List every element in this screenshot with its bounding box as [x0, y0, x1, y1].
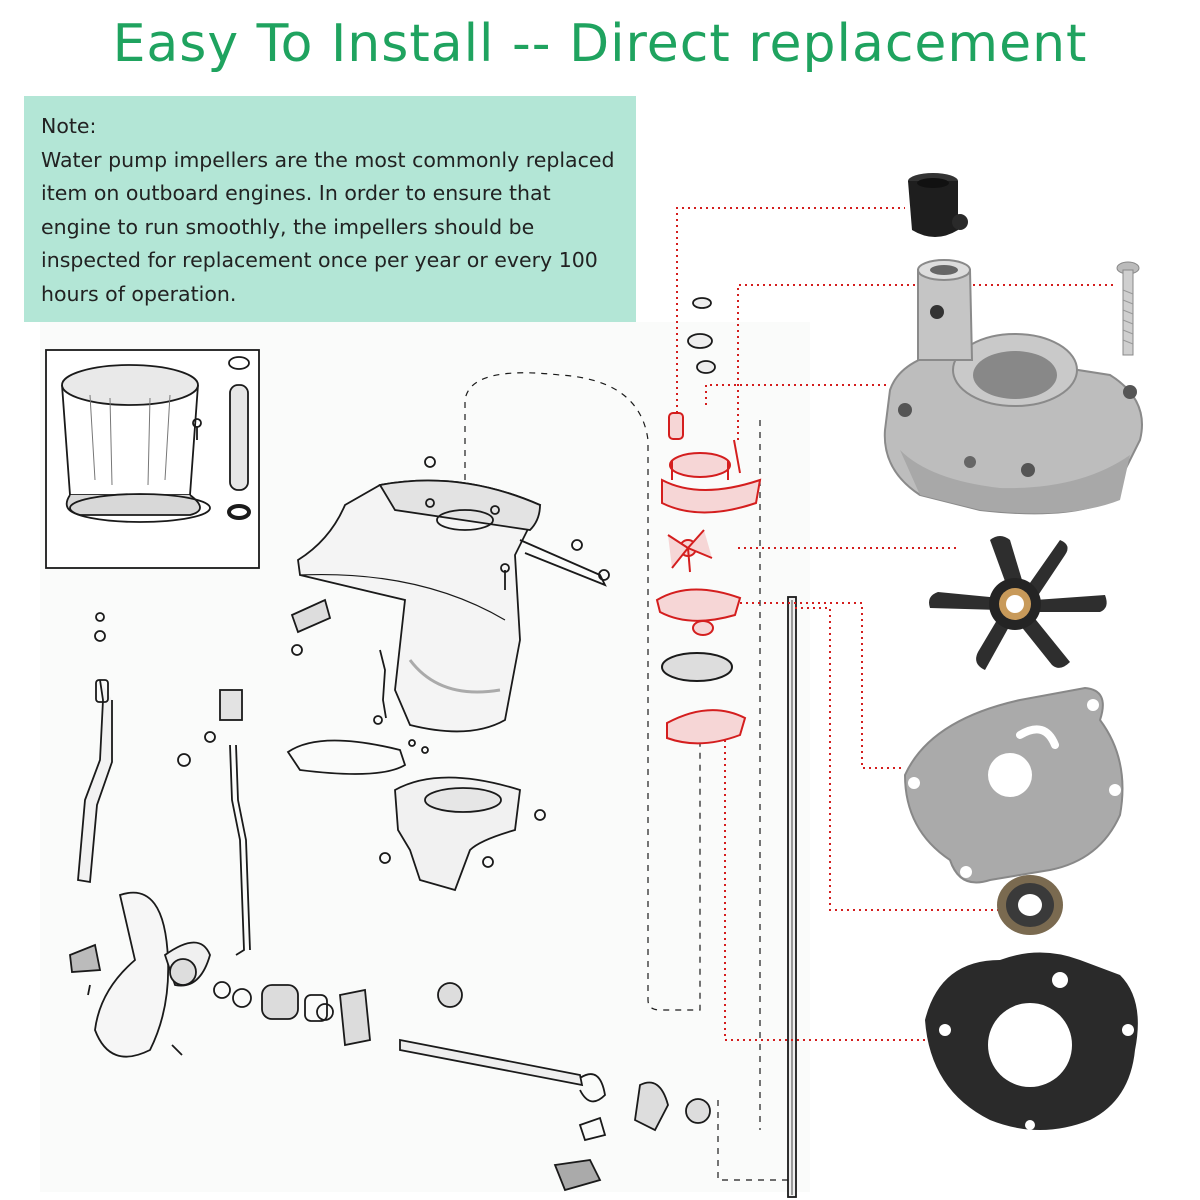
- gasket-photo: [925, 952, 1138, 1130]
- lower-gearcase: [379, 776, 546, 892]
- driveshaft: [787, 596, 797, 1198]
- note-box: Note: Water pump impellers are the most …: [24, 96, 636, 322]
- callout-connectors: [676, 207, 1115, 1041]
- impeller-photo: [929, 536, 1107, 670]
- grommet-photo: [908, 173, 968, 237]
- note-label: Note:: [41, 114, 97, 138]
- drive-gears: [213, 981, 711, 1192]
- pump-kit-highlight: [655, 412, 762, 745]
- dashed-route: [464, 372, 701, 1011]
- shift-rod-lever: [500, 539, 610, 590]
- red-plate-line-art: [655, 588, 742, 622]
- wear-plate-photo: [903, 686, 1124, 884]
- gearcase-housing: [290, 456, 542, 733]
- pump-housing-photo: [883, 259, 1143, 515]
- pump-seals-line-art: [687, 297, 716, 374]
- red-housing-line-art: [661, 478, 762, 514]
- screw-photo: [1116, 261, 1140, 356]
- tube-inset: [227, 356, 251, 520]
- red-impeller-line-art: [667, 529, 713, 573]
- red-gasket-line-art: [666, 709, 747, 745]
- exhaust-housing-inset: [61, 364, 211, 523]
- lower-unit-line-art: [45, 349, 797, 1198]
- small-screw-inset: [192, 418, 202, 440]
- propeller: [69, 891, 211, 1058]
- oil-seal-photo: [997, 875, 1063, 935]
- page-title: Easy To Install -- Direct replacement: [112, 14, 1088, 74]
- shift-linkage: [77, 612, 429, 956]
- note-body: Water pump impellers are the most common…: [41, 147, 615, 306]
